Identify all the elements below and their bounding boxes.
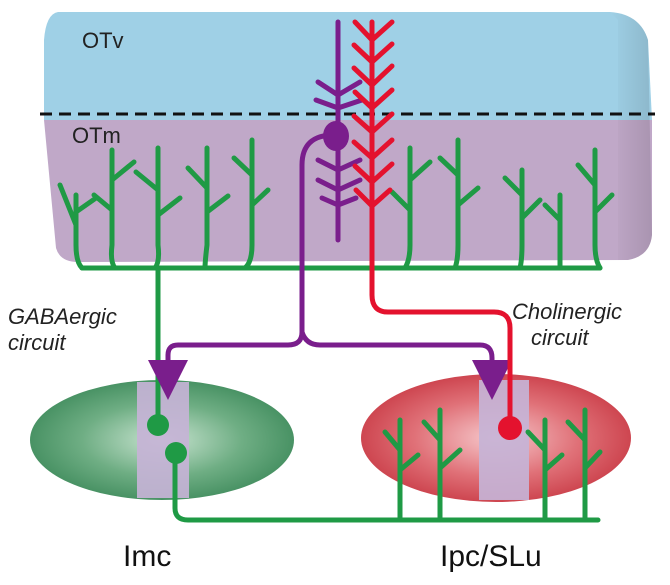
ipc-inner-band: [479, 380, 529, 500]
purple-tectal-neuron: [148, 19, 512, 400]
purple-branches-lower: [315, 157, 363, 208]
cholinergic-label-line1: Cholinergic: [512, 299, 622, 324]
imc-terminal-upper: [147, 414, 169, 436]
green-dendrite-2: [91, 147, 137, 271]
green-dendrite-6: [389, 145, 433, 271]
cholinergic-terminal: [498, 416, 522, 440]
ipc-slu-nucleus: [361, 374, 631, 502]
gabaergic-label-line2: circuit: [8, 330, 66, 355]
ipc-dendrite-2: [421, 407, 463, 523]
purple-soma: [323, 121, 349, 151]
otv-layer: [44, 12, 652, 120]
imc-output-axon: [172, 452, 601, 523]
otv-label: OTv: [82, 28, 124, 53]
imc-label: Imc: [123, 540, 171, 573]
green-dendrite-1: [57, 182, 99, 271]
cholinergic-neuron: [351, 19, 513, 428]
green-dendrite-4: [185, 145, 231, 271]
purple-branches-upper: [313, 79, 365, 111]
gabaergic-tectal-neurons: [57, 137, 615, 428]
otm-label: OTm: [72, 123, 121, 148]
imc-to-ipc-projection: [172, 407, 603, 523]
gabaergic-label-line1: GABAergic: [8, 304, 117, 329]
optic-tectum: OTv OTm: [40, 12, 655, 262]
green-dendrite-10: [542, 192, 563, 271]
green-dendrite-7: [437, 137, 481, 271]
ipc-dendrite-3: [525, 417, 565, 523]
purple-axon-branch: [299, 329, 512, 400]
imc-terminal-lower: [165, 442, 187, 464]
ipc-dendrite-1: [382, 417, 421, 523]
imc-nucleus: [30, 380, 294, 500]
ipc-dendrite-4: [565, 407, 603, 523]
tectum-side-shade: [610, 12, 652, 260]
otm-layer: [44, 120, 652, 262]
cholinergic-label-line2: circuit: [531, 325, 589, 350]
ipc-slu-label: Ipc/SLu: [440, 540, 542, 573]
green-dendrite-8: [502, 167, 543, 271]
green-dendrite-5: [231, 137, 271, 271]
green-dendrite-9: [575, 147, 615, 271]
red-branches: [351, 19, 395, 209]
imc-inner-band: [137, 382, 189, 498]
purple-axon: [148, 132, 337, 400]
red-dendrite-shaft: [369, 19, 513, 428]
